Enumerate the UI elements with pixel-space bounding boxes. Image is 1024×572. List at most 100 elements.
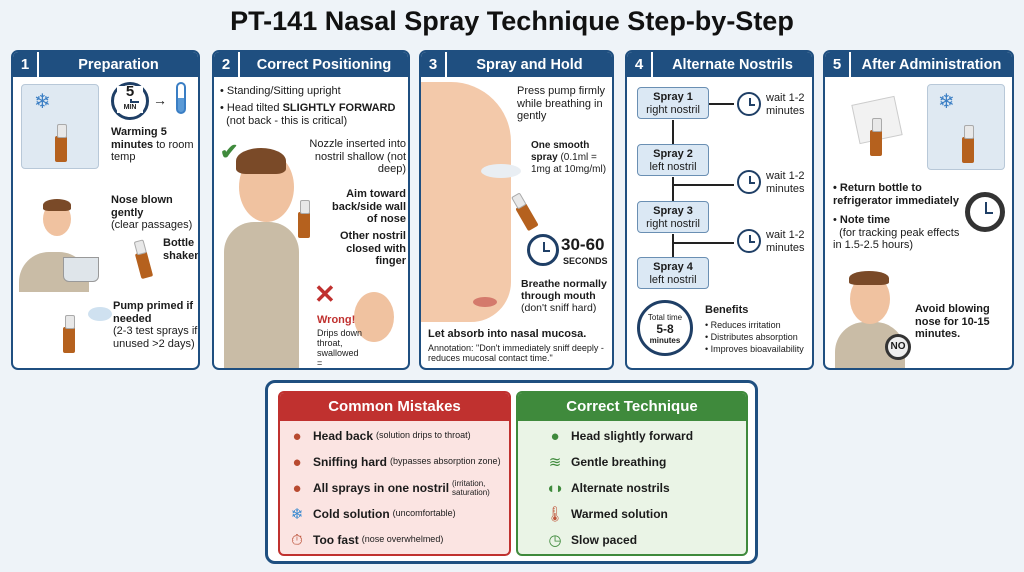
- bin-icon: [63, 257, 99, 282]
- person-hair: [43, 199, 71, 211]
- one-nostril-icon: ●: [292, 479, 302, 497]
- bullet-emphasis: SLIGHTLY FORWARD: [282, 102, 396, 114]
- mist-icon: [88, 307, 112, 321]
- panel-title: Correct Positioning: [256, 56, 392, 73]
- spray-name: Spray 3: [653, 205, 693, 217]
- spray-bottle-icon: [298, 200, 310, 238]
- no-label: NO: [890, 341, 906, 352]
- arrow-connector: [672, 120, 674, 144]
- mistake-label: Sniffing hard: [313, 454, 387, 469]
- breathe-note: (don't sniff hard): [521, 302, 597, 314]
- spray-side: left nostril: [649, 161, 697, 173]
- hold-unit: SECONDS: [563, 256, 608, 266]
- correct-item: 🌡Warmed solution: [544, 501, 738, 527]
- thermometer-icon: [176, 82, 186, 114]
- mistake-note: (bypasses absorption zone): [390, 456, 501, 467]
- annotation-note: Annotation: "Don't immediately sniff dee…: [428, 343, 612, 363]
- bottle-shaking-icon: [134, 250, 154, 280]
- step-number: 2: [214, 52, 240, 77]
- correct-item: ● Head slightly forward: [544, 423, 738, 449]
- press-note: Press pump firmly while breathing in gen…: [517, 85, 606, 122]
- mistake-item: ●All sprays in one nostril(irritation, s…: [286, 475, 503, 501]
- bottle-icon: [55, 124, 67, 162]
- step-number: 4: [627, 52, 653, 77]
- correct-item: ◖◗Alternate nostrils: [544, 475, 738, 501]
- person-hair: [236, 148, 286, 174]
- spray-side: right nostril: [646, 218, 700, 230]
- bullet-head-tilt: Head tilted: [226, 102, 283, 114]
- blow-detail: (clear passages): [111, 219, 193, 231]
- wait-note: wait 1-2 minutes: [766, 170, 805, 195]
- mistake-note: (irritation, saturation): [452, 479, 490, 497]
- snowflake-icon: ❄: [290, 505, 304, 523]
- page-title: PT-141 Nasal Spray Technique Step-by-Ste…: [230, 6, 794, 36]
- head-back-illustration: [354, 292, 394, 342]
- mistake-label: Too fast: [313, 532, 359, 547]
- spray-name: Spray 1: [653, 91, 693, 103]
- wrong-label: Wrong!: [317, 314, 356, 326]
- total-value: 5-8: [656, 322, 674, 336]
- return-note: Return bottle to refrigerator immediatel…: [833, 182, 959, 207]
- spray-name: Spray 2: [653, 148, 693, 160]
- no-icon: NO: [885, 334, 911, 360]
- bullet-upright: Standing/Sitting upright: [226, 85, 341, 97]
- mistakes-title: Common Mistakes: [280, 393, 509, 421]
- correct-title: Correct Technique: [518, 393, 746, 421]
- clock-icon: [737, 229, 761, 253]
- correct-item: ≋Gentle breathing: [544, 449, 738, 475]
- mouth-icon: [473, 297, 497, 307]
- clock-icon: ◷: [548, 531, 562, 549]
- correct-label: Head slightly forward: [571, 428, 694, 443]
- nozzle-note: Nozzle inserted into nostril shallow (no…: [309, 138, 406, 175]
- other-nostril-note: Other nostril closed with finger: [339, 230, 406, 267]
- panel-title: Spray and Hold: [476, 56, 583, 73]
- dose-note: (0.1ml = 1mg at 10mg/ml): [531, 152, 607, 175]
- clock-icon: [737, 170, 761, 194]
- benefit-item: Reduces irritation: [710, 320, 781, 330]
- spray-side: left nostril: [649, 274, 697, 286]
- arrow-icon: →: [153, 92, 167, 108]
- warm-detail: to room temp: [111, 138, 194, 164]
- snowflake-icon: ❄: [938, 91, 955, 113]
- stopwatch-icon: ⏱: [291, 531, 303, 549]
- mistake-item: ●Head back(solution drips to throat): [286, 423, 503, 449]
- pump-bottle-icon: [63, 315, 75, 353]
- mistake-item: ⏱Too fast(nose overwhelmed): [286, 527, 503, 553]
- bottle-icon: [870, 118, 882, 156]
- hold-duration: 30-60: [561, 235, 605, 254]
- head-forward-icon: ●: [550, 427, 560, 445]
- spray-name: Spray 4: [653, 261, 693, 273]
- mistake-note: (uncomfortable): [392, 508, 456, 519]
- checkmark-icon: ✔: [220, 139, 239, 164]
- note-time-label: Note time: [839, 214, 891, 226]
- mistake-item: ●Sniffing hard(bypasses absorption zone): [286, 449, 503, 475]
- step-number: 5: [825, 52, 851, 77]
- person-illustration: [224, 222, 299, 368]
- timer-unit: MIN: [117, 103, 143, 113]
- common-mistakes: Common Mistakes ●Head back(solution drip…: [278, 391, 511, 556]
- wait-note: wait 1-2 minutes: [766, 92, 805, 117]
- correct-label: Alternate nostrils: [571, 480, 670, 495]
- correct-label: Slow paced: [571, 532, 638, 547]
- watch-icon: [965, 192, 1005, 232]
- panel-title: After Administration: [861, 56, 1002, 73]
- head-back-icon: ●: [292, 427, 302, 445]
- arrow-connector: [672, 234, 674, 257]
- mistake-label: Cold solution: [313, 506, 390, 521]
- bullet-note: (not back - this is critical): [226, 114, 348, 127]
- comparison-box: Common Mistakes ●Head back(solution drip…: [265, 380, 758, 564]
- clock-icon: [737, 92, 761, 116]
- benefits-list: • Reduces irritation • Distributes absor…: [705, 320, 804, 354]
- arrow-connector: [709, 103, 734, 105]
- correct-item: ◷ Slow paced: [544, 527, 738, 553]
- shake-step: Bottle shaken: [163, 237, 200, 262]
- panel-title: Preparation: [78, 56, 159, 73]
- correct-label: Gentle breathing: [571, 454, 667, 469]
- blow-step: Nose blown gently: [111, 194, 173, 219]
- correct-technique: Correct Technique ● Head slightly forward…: [516, 391, 748, 556]
- wrong-x-icon: ✕: [314, 279, 336, 309]
